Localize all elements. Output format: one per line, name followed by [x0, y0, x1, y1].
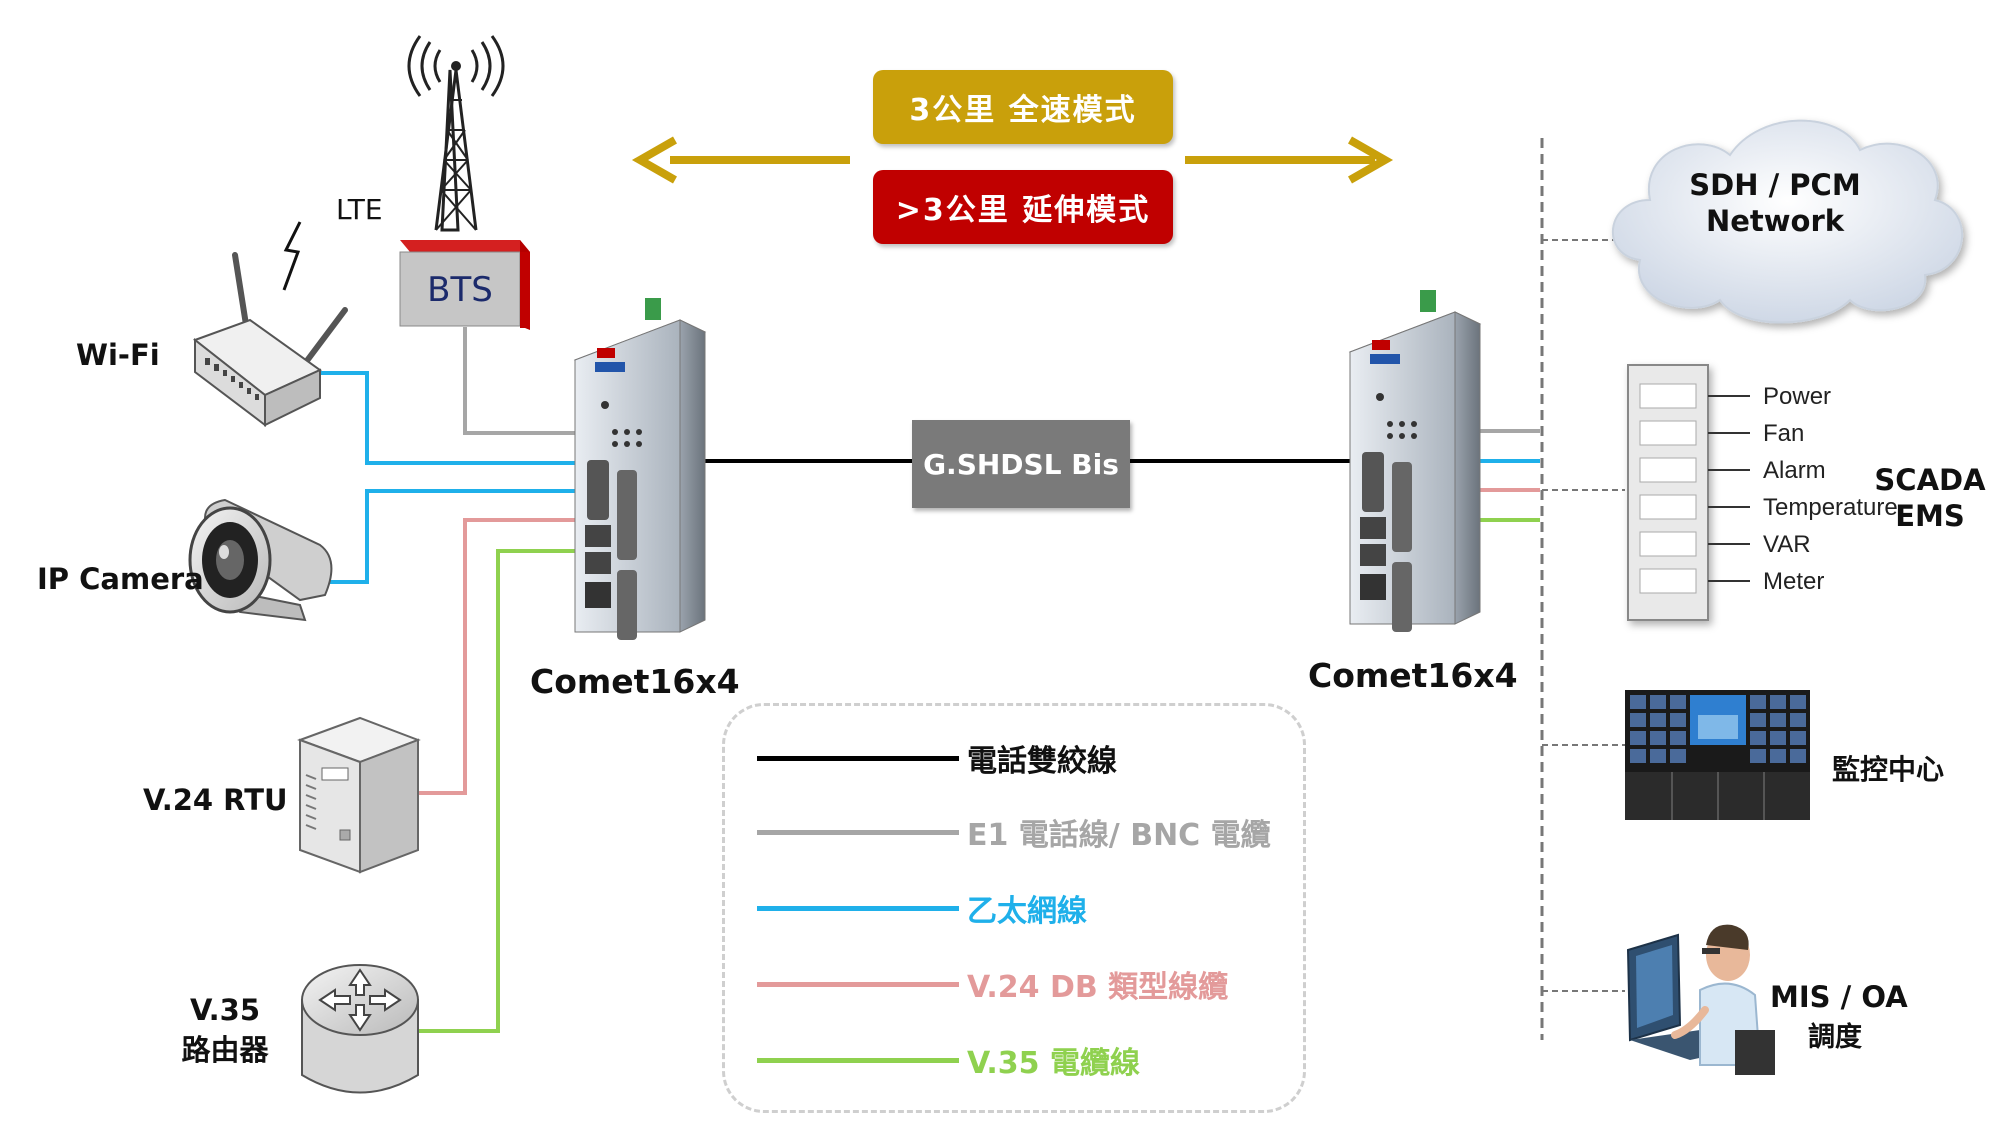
extended-mode-banner: >3公里 延伸模式 [873, 170, 1173, 244]
lte-label: LTE [336, 193, 383, 226]
scada-item-var: VAR [1763, 531, 1811, 558]
full-speed-banner: 3公里 全速模式 [873, 70, 1173, 144]
scada-label-line2: EMS [1895, 499, 1965, 533]
ip-camera-label: IP Camera [37, 562, 204, 596]
wifi-ethernet-line [320, 371, 580, 465]
legend-row-ethernet: 乙太網線 [757, 888, 1087, 929]
left-unit-label: Comet16x4 [530, 662, 740, 701]
rtu-v24-line [418, 518, 580, 795]
cloud-label-line1: SDH / PCM [1689, 168, 1861, 202]
right-unit-label: Comet16x4 [1308, 656, 1518, 695]
scada-cabinet-icon [1627, 364, 1750, 621]
scada-item-power: Power [1763, 383, 1832, 410]
bts-label: BTS [427, 270, 493, 310]
comet-unit-right-icon [1348, 290, 1482, 632]
legend-row-v35: V.35 電纜線 [757, 1040, 1140, 1081]
scada-item-meter: Meter [1763, 568, 1825, 595]
wireless-signal-icon [282, 221, 302, 291]
legend-text-v35: V.35 電纜線 [967, 1046, 1140, 1081]
legend-frame [722, 703, 1306, 1113]
mis-label-line1: MIS / OA [1770, 980, 1908, 1014]
legend-text-v24: V.24 DB 類型線纜 [967, 970, 1229, 1005]
legend-text-e1: E1 電話線/ BNC 電纜 [967, 818, 1271, 853]
sdh-pcm-cloud-icon [1612, 119, 1964, 324]
legend-row-e1: E1 電話線/ BNC 電纜 [757, 812, 1271, 853]
comet-unit-left-icon [573, 298, 707, 640]
rtu-label: V.24 RTU [143, 783, 288, 817]
legend-swatch-v35 [757, 1057, 959, 1063]
ip-camera-icon [188, 498, 333, 622]
router-v35-line [418, 549, 580, 1033]
distance-arrows [631, 136, 1394, 184]
wifi-label: Wi-Fi [76, 338, 160, 372]
legend-row-v24: V.24 DB 類型線纜 [757, 964, 1229, 1005]
scada-item-temperature: Temperature [1763, 494, 1898, 521]
mis-label-line2: 調度 [1808, 1022, 1862, 1053]
router-label-line1: V.35 [189, 993, 261, 1027]
legend-row-phone: 電話雙絞線 [757, 738, 1117, 779]
scada-item-fan: Fan [1763, 420, 1805, 447]
legend-swatch-phone [757, 755, 959, 761]
wifi-router-icon [192, 221, 348, 428]
scada-item-alarm: Alarm [1763, 457, 1826, 484]
bts-box [399, 240, 530, 330]
camera-ethernet-line [325, 489, 580, 584]
v35-router-icon [301, 964, 419, 1094]
monitoring-label: 監控中心 [1832, 753, 1945, 786]
bts-e1-line [463, 327, 580, 435]
legend-swatch-e1 [757, 829, 959, 835]
mis-operator-icon [1626, 924, 1775, 1075]
monitoring-wall-icon [1625, 690, 1810, 820]
legend-swatch-v24 [757, 981, 959, 987]
shdsl-label-box: G.SHDSL Bis [912, 420, 1130, 508]
lte-tower-icon [407, 35, 505, 232]
legend-swatch-ethernet [757, 905, 959, 911]
legend-text-ethernet: 乙太網線 [967, 894, 1087, 929]
scada-label-line1: SCADA [1874, 463, 1986, 497]
legend-text-phone: 電話雙絞線 [967, 744, 1117, 779]
rtu-server-icon [297, 716, 421, 874]
router-label-line2: 路由器 [181, 1033, 269, 1067]
cloud-label-line2: Network [1705, 204, 1845, 238]
